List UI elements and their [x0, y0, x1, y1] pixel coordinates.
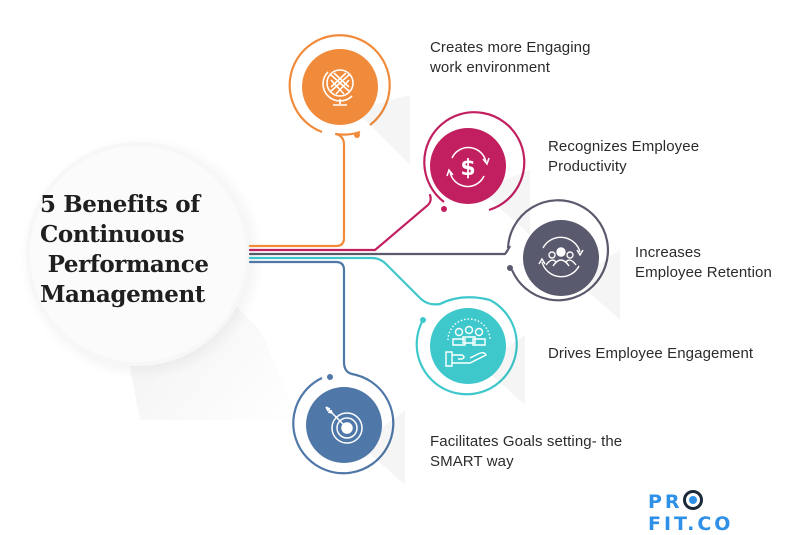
- connector-blue: [248, 260, 354, 376]
- benefit-node-3: [504, 199, 620, 320]
- ring-end-dot: [441, 206, 447, 212]
- ring-end-dot: [327, 374, 333, 380]
- node-disc: [523, 220, 599, 296]
- node-disc: [430, 128, 506, 204]
- hub-title-line-4: Management: [40, 281, 206, 308]
- connector-teal: [248, 256, 442, 306]
- benefit-node-1: [288, 34, 410, 165]
- benefit-node-4: [415, 296, 525, 405]
- dollar-cycle-icon: [446, 146, 490, 188]
- benefit-label-2: Recognizes Employee Productivity: [548, 138, 700, 175]
- node-disc: [302, 49, 378, 125]
- node-disc: [430, 308, 506, 384]
- hub-title-line-2: Continuous: [40, 221, 185, 248]
- dollar-glyph: $: [460, 156, 475, 181]
- logo-o-icon: [682, 490, 703, 510]
- node-ring: [506, 199, 609, 302]
- node-ring: [415, 299, 518, 396]
- connector-magenta: [248, 193, 432, 252]
- benefit-label-5: Facilitates Goals setting- the SMART way: [430, 433, 623, 470]
- hub-title: 5 Benefits of Continuous Performance Man…: [40, 190, 240, 310]
- ring-end-dot: [420, 317, 426, 323]
- benefit-node-2: $: [423, 111, 530, 235]
- node-ring: [288, 34, 391, 134]
- target-icon: [325, 406, 363, 444]
- node-ring: [423, 111, 526, 212]
- benefit-node-5: [292, 372, 405, 485]
- ring-end-dot: [354, 132, 360, 138]
- benefit-label-3: Increases Employee Retention: [635, 244, 772, 281]
- team-cycle-icon: [538, 236, 584, 278]
- ring-end-dot: [507, 265, 513, 271]
- hub-title-line-1: 5 Benefits of: [40, 191, 200, 218]
- hand-team-icon: [445, 318, 491, 367]
- hub-title-line-3: Performance: [40, 251, 209, 278]
- globe-icon: [322, 69, 354, 106]
- connector-orange: [248, 132, 346, 248]
- node-ring: [292, 372, 395, 475]
- benefit-label-4: Drives Employee Engagement: [548, 345, 754, 362]
- benefit-label-1: Creates more Engaging work environment: [430, 39, 591, 76]
- connectors: [248, 132, 507, 376]
